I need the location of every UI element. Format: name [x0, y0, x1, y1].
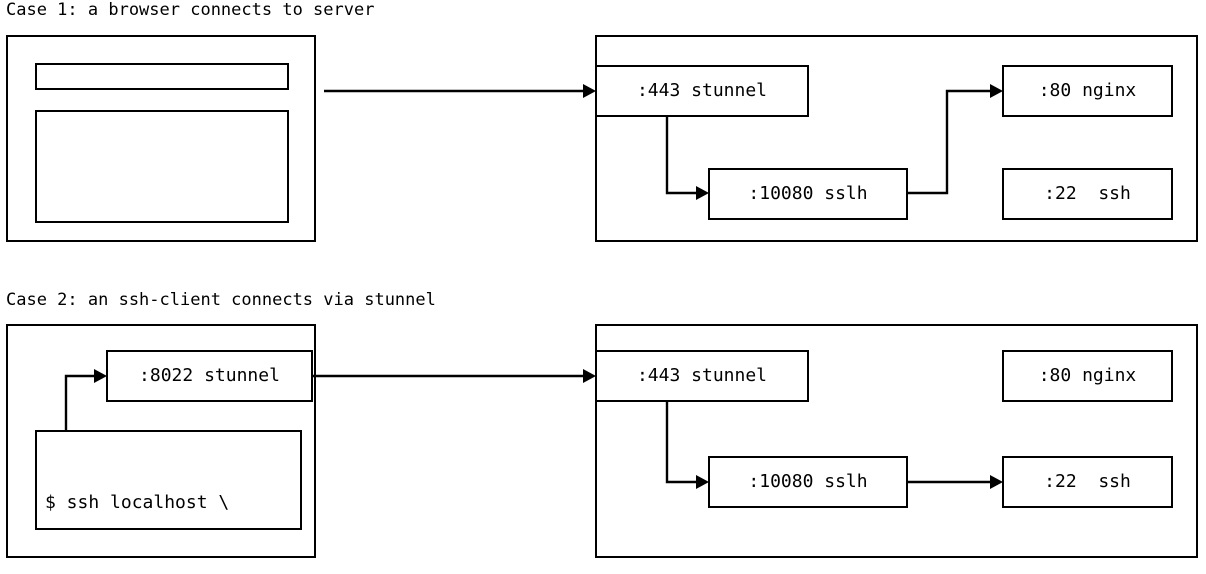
case-1-service-stunnel-443[interactable]: :443 stunnel: [595, 65, 809, 117]
case-1-flow-browser-to-stunnel: [324, 84, 596, 98]
case-2-caption: Case 2: an ssh-client connects via stunn…: [6, 290, 436, 310]
case-2-flow-local-stunnel-to-server-stunnel: [313, 369, 596, 383]
case-2-terminal-window[interactable]: $ ssh localhost \ -p 8022 password:: [35, 430, 302, 530]
case-2-service-nginx-80[interactable]: :80 nginx: [1002, 350, 1173, 402]
case-2-client-stunnel-8022[interactable]: :8022 stunnel: [106, 350, 313, 402]
case-1-browser-url-bar[interactable]: [35, 63, 289, 90]
case-2-client-box: [6, 324, 316, 558]
terminal-line-1: $ ssh localhost \: [45, 492, 230, 513]
case-2-service-sslh-10080[interactable]: :10080 sslh: [708, 456, 908, 508]
case-1-service-nginx-80[interactable]: :80 nginx: [1002, 65, 1173, 117]
case-1-browser-window: [6, 35, 316, 242]
case-1-caption: Case 1: a browser connects to server: [6, 0, 375, 20]
case-2-service-stunnel-443[interactable]: :443 stunnel: [595, 350, 809, 402]
case-2-service-ssh-22[interactable]: :22 ssh: [1002, 456, 1173, 508]
case-1-server-box: [595, 35, 1198, 242]
case-1-browser-viewport: [35, 110, 289, 223]
case-1-service-ssh-22[interactable]: :22 ssh: [1002, 168, 1173, 220]
case-1-service-sslh-10080[interactable]: :10080 sslh: [708, 168, 908, 220]
case-2-server-box: [595, 324, 1198, 558]
